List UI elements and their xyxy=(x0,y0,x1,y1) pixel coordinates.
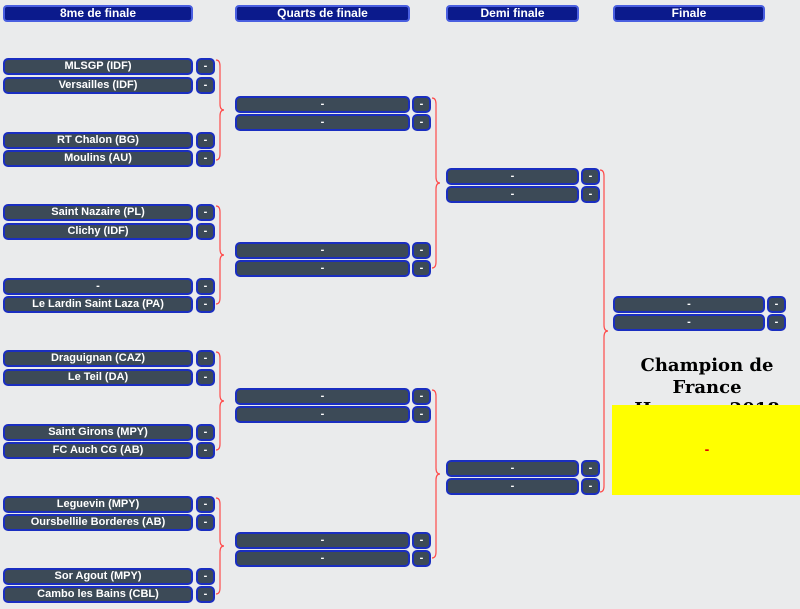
qf-team-slot[interactable]: - xyxy=(235,406,410,423)
qf-score-box[interactable]: - xyxy=(412,388,431,405)
header-final: Finale xyxy=(613,5,765,22)
bracket-connector-line xyxy=(431,389,441,559)
qf-score-box[interactable]: - xyxy=(412,406,431,423)
bracket-connector-line xyxy=(215,205,225,305)
r16-score-box[interactable]: - xyxy=(196,278,215,295)
qf-team-slot[interactable]: - xyxy=(235,260,410,277)
r16-score-box[interactable]: - xyxy=(196,369,215,386)
champion-title-line1: Champion de France xyxy=(640,355,774,398)
bracket-connector-line xyxy=(431,97,441,269)
sf-score-box[interactable]: - xyxy=(581,460,600,477)
header-round-of-16: 8me de finale xyxy=(3,5,193,22)
champion-box: - xyxy=(612,405,800,495)
qf-team-slot[interactable]: - xyxy=(235,242,410,259)
qf-team-slot[interactable]: - xyxy=(235,388,410,405)
r16-team-slot[interactable]: Saint Nazaire (PL) xyxy=(3,204,193,221)
r16-team-slot[interactable]: Le Teil (DA) xyxy=(3,369,193,386)
r16-score-box[interactable]: - xyxy=(196,150,215,167)
r16-score-box[interactable]: - xyxy=(196,77,215,94)
sf-score-box[interactable]: - xyxy=(581,168,600,185)
r16-team-slot[interactable]: Sor Agout (MPY) xyxy=(3,568,193,585)
sf-team-slot[interactable]: - xyxy=(446,186,579,203)
r16-score-box[interactable]: - xyxy=(196,442,215,459)
r16-score-box[interactable]: - xyxy=(196,496,215,513)
qf-score-box[interactable]: - xyxy=(412,242,431,259)
qf-score-box[interactable]: - xyxy=(412,96,431,113)
qf-score-box[interactable]: - xyxy=(412,114,431,131)
r16-team-slot[interactable]: Moulins (AU) xyxy=(3,150,193,167)
final-team-slot[interactable]: - xyxy=(613,296,765,313)
sf-score-box[interactable]: - xyxy=(581,186,600,203)
r16-score-box[interactable]: - xyxy=(196,514,215,531)
r16-team-slot[interactable]: Leguevin (MPY) xyxy=(3,496,193,513)
r16-team-slot[interactable]: Draguignan (CAZ) xyxy=(3,350,193,367)
qf-team-slot[interactable]: - xyxy=(235,96,410,113)
header-semi-finals: Demi finale xyxy=(446,5,579,22)
r16-score-box[interactable]: - xyxy=(196,568,215,585)
r16-score-box[interactable]: - xyxy=(196,350,215,367)
r16-team-slot[interactable]: Saint Girons (MPY) xyxy=(3,424,193,441)
r16-team-slot[interactable]: FC Auch CG (AB) xyxy=(3,442,193,459)
r16-score-box[interactable]: - xyxy=(196,296,215,313)
r16-team-slot[interactable]: - xyxy=(3,278,193,295)
r16-score-box[interactable]: - xyxy=(196,424,215,441)
qf-team-slot[interactable]: - xyxy=(235,532,410,549)
r16-team-slot[interactable]: RT Chalon (BG) xyxy=(3,132,193,149)
qf-score-box[interactable]: - xyxy=(412,532,431,549)
qf-score-box[interactable]: - xyxy=(412,260,431,277)
header-quarter-finals: Quarts de finale xyxy=(235,5,410,22)
bracket-connector-line xyxy=(599,169,609,493)
sf-team-slot[interactable]: - xyxy=(446,460,579,477)
r16-team-slot[interactable]: MLSGP (IDF) xyxy=(3,58,193,75)
qf-team-slot[interactable]: - xyxy=(235,114,410,131)
qf-score-box[interactable]: - xyxy=(412,550,431,567)
bracket-connector-line xyxy=(215,497,225,595)
r16-team-slot[interactable]: Clichy (IDF) xyxy=(3,223,193,240)
bracket-connector-line xyxy=(215,59,225,161)
champion-winner: - xyxy=(704,441,710,457)
sf-score-box[interactable]: - xyxy=(581,478,600,495)
sf-team-slot[interactable]: - xyxy=(446,478,579,495)
r16-score-box[interactable]: - xyxy=(196,223,215,240)
r16-team-slot[interactable]: Versailles (IDF) xyxy=(3,77,193,94)
sf-team-slot[interactable]: - xyxy=(446,168,579,185)
qf-team-slot[interactable]: - xyxy=(235,550,410,567)
r16-team-slot[interactable]: Oursbellile Borderes (AB) xyxy=(3,514,193,531)
final-score-box[interactable]: - xyxy=(767,296,786,313)
r16-team-slot[interactable]: Le Lardin Saint Laza (PA) xyxy=(3,296,193,313)
final-score-box[interactable]: - xyxy=(767,314,786,331)
r16-score-box[interactable]: - xyxy=(196,58,215,75)
bracket-connector-line xyxy=(215,351,225,451)
final-team-slot[interactable]: - xyxy=(613,314,765,331)
r16-score-box[interactable]: - xyxy=(196,586,215,603)
r16-team-slot[interactable]: Cambo les Bains (CBL) xyxy=(3,586,193,603)
r16-score-box[interactable]: - xyxy=(196,204,215,221)
r16-score-box[interactable]: - xyxy=(196,132,215,149)
